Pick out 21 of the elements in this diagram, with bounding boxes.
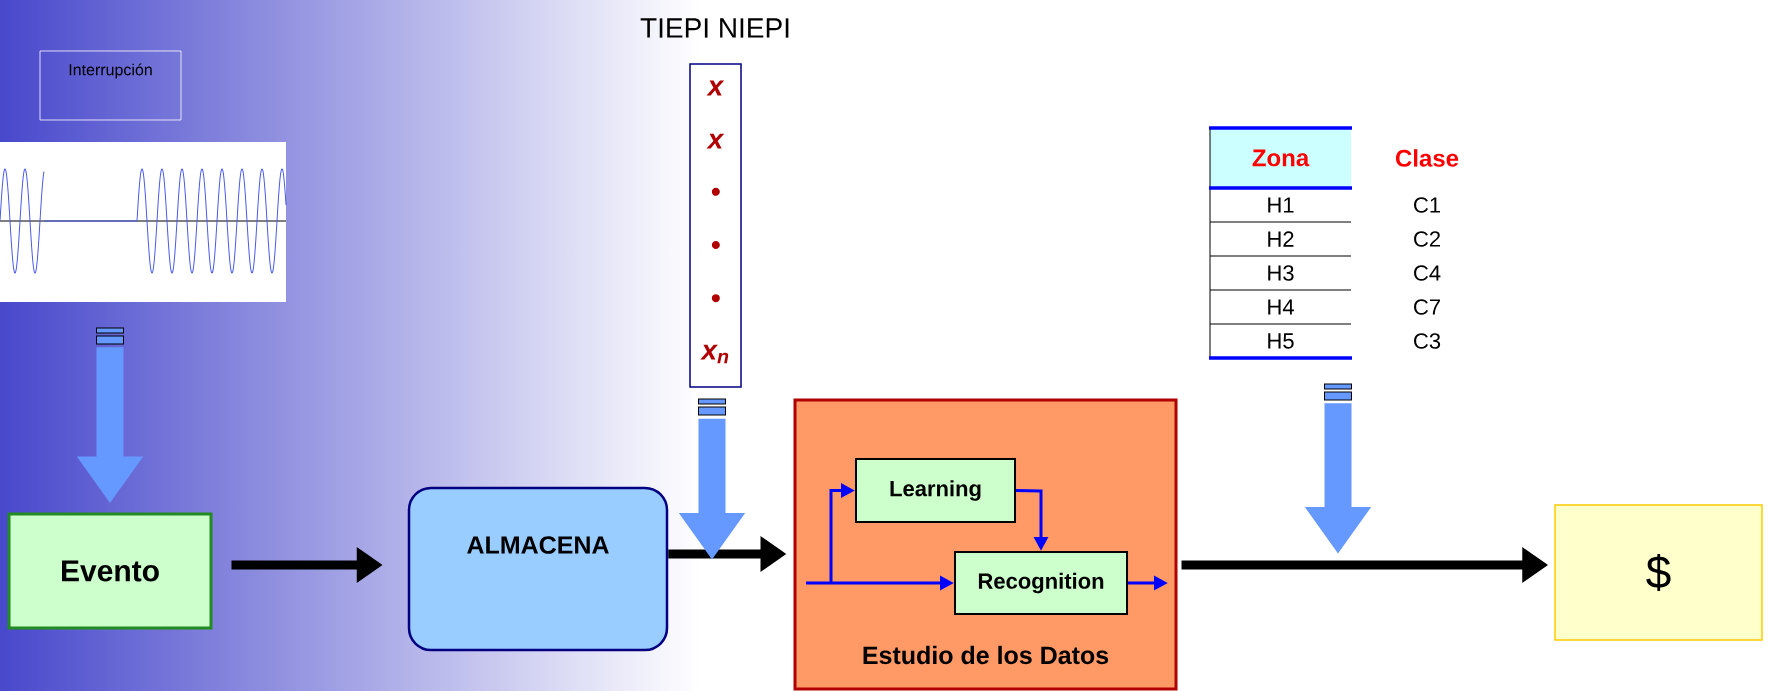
node-label: TIEPI NIEPI: [640, 18, 789, 38]
vector-box: TIEPI NIEPI x x • • • x$_{n}$: [640, 18, 789, 388]
node-label: H4: [1268, 299, 1294, 315]
node-label: C1: [1414, 197, 1440, 213]
storage-box: ALMACENA: [407, 486, 669, 652]
node-label: Clase: [1395, 149, 1459, 167]
node-label: H3: [1268, 265, 1294, 281]
node-label: C2: [1414, 231, 1440, 247]
caption-box: Interrupción: [39, 50, 182, 121]
node-label: C7: [1414, 299, 1440, 315]
process-box: Evento: [7, 512, 213, 630]
node-label: H1: [1268, 197, 1294, 213]
table: Zona Clase H1 C1 H2 C2 H3 C4 H4 C7 H5 C3: [1209, 126, 1459, 360]
process-box: Learning: [855, 458, 1016, 523]
node-label: H5: [1268, 333, 1294, 349]
result-box: $: [1554, 504, 1763, 641]
process-box: Recognition: [954, 551, 1128, 615]
node-label: C4: [1414, 265, 1441, 281]
node-label: H2: [1268, 231, 1294, 247]
node-label: C3: [1414, 333, 1441, 349]
waveform-drawing: [0, 142, 287, 302]
